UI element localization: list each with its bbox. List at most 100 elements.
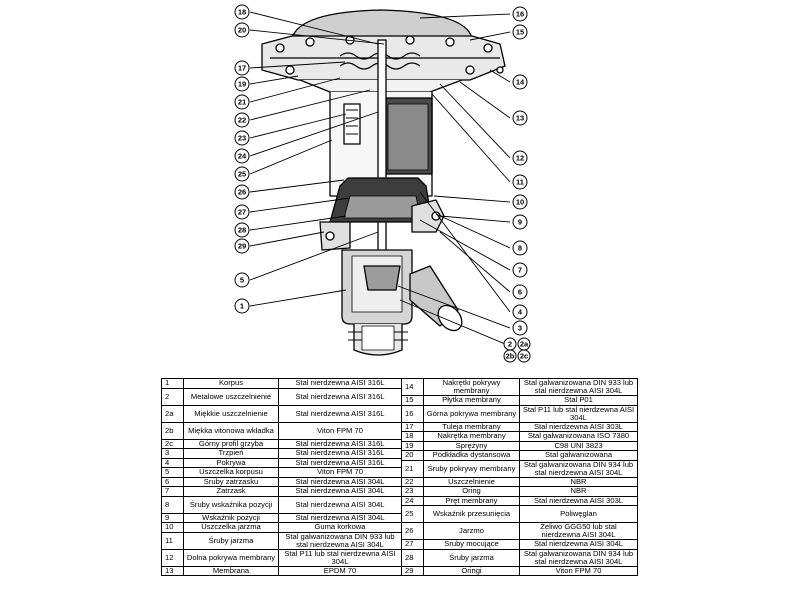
part-name: Nakrętka membrany — [423, 431, 520, 442]
svg-text:12: 12 — [516, 154, 524, 163]
part-number: 28 — [401, 548, 424, 567]
part-number: 2 — [161, 387, 184, 406]
svg-text:2c: 2c — [520, 352, 528, 361]
part-material: Stal galwanizowana DIN 934 lub stal nier… — [519, 548, 638, 567]
clamp-right — [411, 199, 445, 233]
part-material: Żeliwo GGG50 lub stal nierdzewna AISI 30… — [519, 522, 638, 540]
part-number: 22 — [401, 476, 424, 487]
svg-text:10: 10 — [516, 198, 524, 207]
leader-lines-right — [397, 13, 511, 347]
part-name: Sprężyny — [423, 440, 520, 451]
svg-text:20: 20 — [238, 26, 246, 35]
callout-22: 22 — [234, 112, 250, 128]
callout-26: 26 — [234, 184, 250, 200]
part-number: 2c — [161, 438, 184, 449]
callout-11: 11 — [512, 174, 528, 190]
callout-10: 10 — [512, 194, 528, 210]
part-number: 20 — [401, 450, 424, 461]
part-number: 6 — [161, 476, 184, 487]
callout-14: 14 — [512, 74, 528, 90]
part-material: Stal nierdzewna AISI 304L — [278, 512, 402, 523]
part-material: Stal nierdzewna AISI 304L — [278, 495, 402, 514]
part-material: NBR — [519, 486, 638, 497]
part-name: Śruby pokrywy membrany — [423, 459, 520, 478]
part-number: 10 — [161, 522, 184, 533]
part-name: Metalowe uszczelnienie — [183, 387, 279, 406]
callout-3: 3 — [512, 320, 528, 336]
part-name: Miękkie uszczelnienie — [183, 404, 279, 423]
part-number: 19 — [401, 440, 424, 451]
callout-4: 4 — [512, 304, 528, 320]
part-name: Oring — [423, 486, 520, 497]
plug — [363, 265, 401, 291]
callout-2b: 2b — [503, 349, 517, 363]
callout-2a: 2a — [517, 337, 531, 351]
part-material: Stal nierdzewna AISI 316L — [278, 457, 402, 468]
svg-text:5: 5 — [240, 276, 244, 285]
part-name: Śruby jarzma — [183, 531, 279, 550]
part-material: Stal P11 lub stal nierdzewna AISI 304L — [278, 548, 402, 567]
callout-8: 8 — [512, 240, 528, 256]
callout-15: 15 — [512, 24, 528, 40]
svg-text:19: 19 — [238, 80, 246, 89]
part-material: Stal nierdzewna AISI 316L — [278, 378, 402, 389]
svg-text:17: 17 — [238, 64, 246, 73]
part-number: 7 — [161, 486, 184, 497]
part-number: 18 — [401, 431, 424, 442]
part-material: Stal nierdzewna AISI 316L — [278, 438, 402, 449]
part-material: Stal galwanizowana ISO 7380 — [519, 431, 638, 442]
part-name: Korpus — [183, 378, 279, 389]
part-name: Dolna pokrywa membrany — [183, 548, 279, 567]
part-number: 27 — [401, 539, 424, 550]
part-material: Stal nierdzewna AISI 303L — [519, 495, 638, 506]
svg-text:6: 6 — [518, 288, 522, 297]
callout-5: 5 — [234, 272, 250, 288]
part-name: Śruby wskaźnika pozycji — [183, 495, 279, 514]
part-material: C98 UNI 3823 — [519, 440, 638, 451]
callout-group: 1820171921222324252627282951161514131211… — [234, 4, 531, 363]
part-name: Podkładka dystansowa — [423, 450, 520, 461]
part-name: Wskaźnik pozycji — [183, 512, 279, 523]
callout-27: 27 — [234, 204, 250, 220]
diaphragm-top-cover — [291, 9, 473, 39]
part-material: Viton FPM 70 — [278, 421, 402, 440]
callout-6: 6 — [512, 284, 528, 300]
part-number: 9 — [161, 512, 184, 523]
part-material: Viton FPM 70 — [278, 467, 402, 478]
callout-24: 24 — [234, 148, 250, 164]
callout-7: 7 — [512, 262, 528, 278]
part-material: Stal nierdzewna AISI 316L — [278, 387, 402, 406]
svg-text:22: 22 — [238, 116, 246, 125]
part-name: Płytka membrany — [423, 395, 520, 406]
part-name: Górny profil grzyba — [183, 438, 279, 449]
callout-13: 13 — [512, 110, 528, 126]
callout-16: 16 — [512, 6, 528, 22]
part-number: 4 — [161, 457, 184, 468]
callout-1: 1 — [234, 298, 250, 314]
svg-text:11: 11 — [516, 178, 524, 187]
callout-18: 18 — [234, 4, 250, 20]
svg-text:24: 24 — [238, 152, 247, 161]
part-number: 17 — [401, 421, 424, 432]
part-number: 21 — [401, 459, 424, 478]
svg-text:28: 28 — [238, 226, 246, 235]
svg-text:15: 15 — [516, 28, 524, 37]
part-number: 25 — [401, 505, 424, 523]
